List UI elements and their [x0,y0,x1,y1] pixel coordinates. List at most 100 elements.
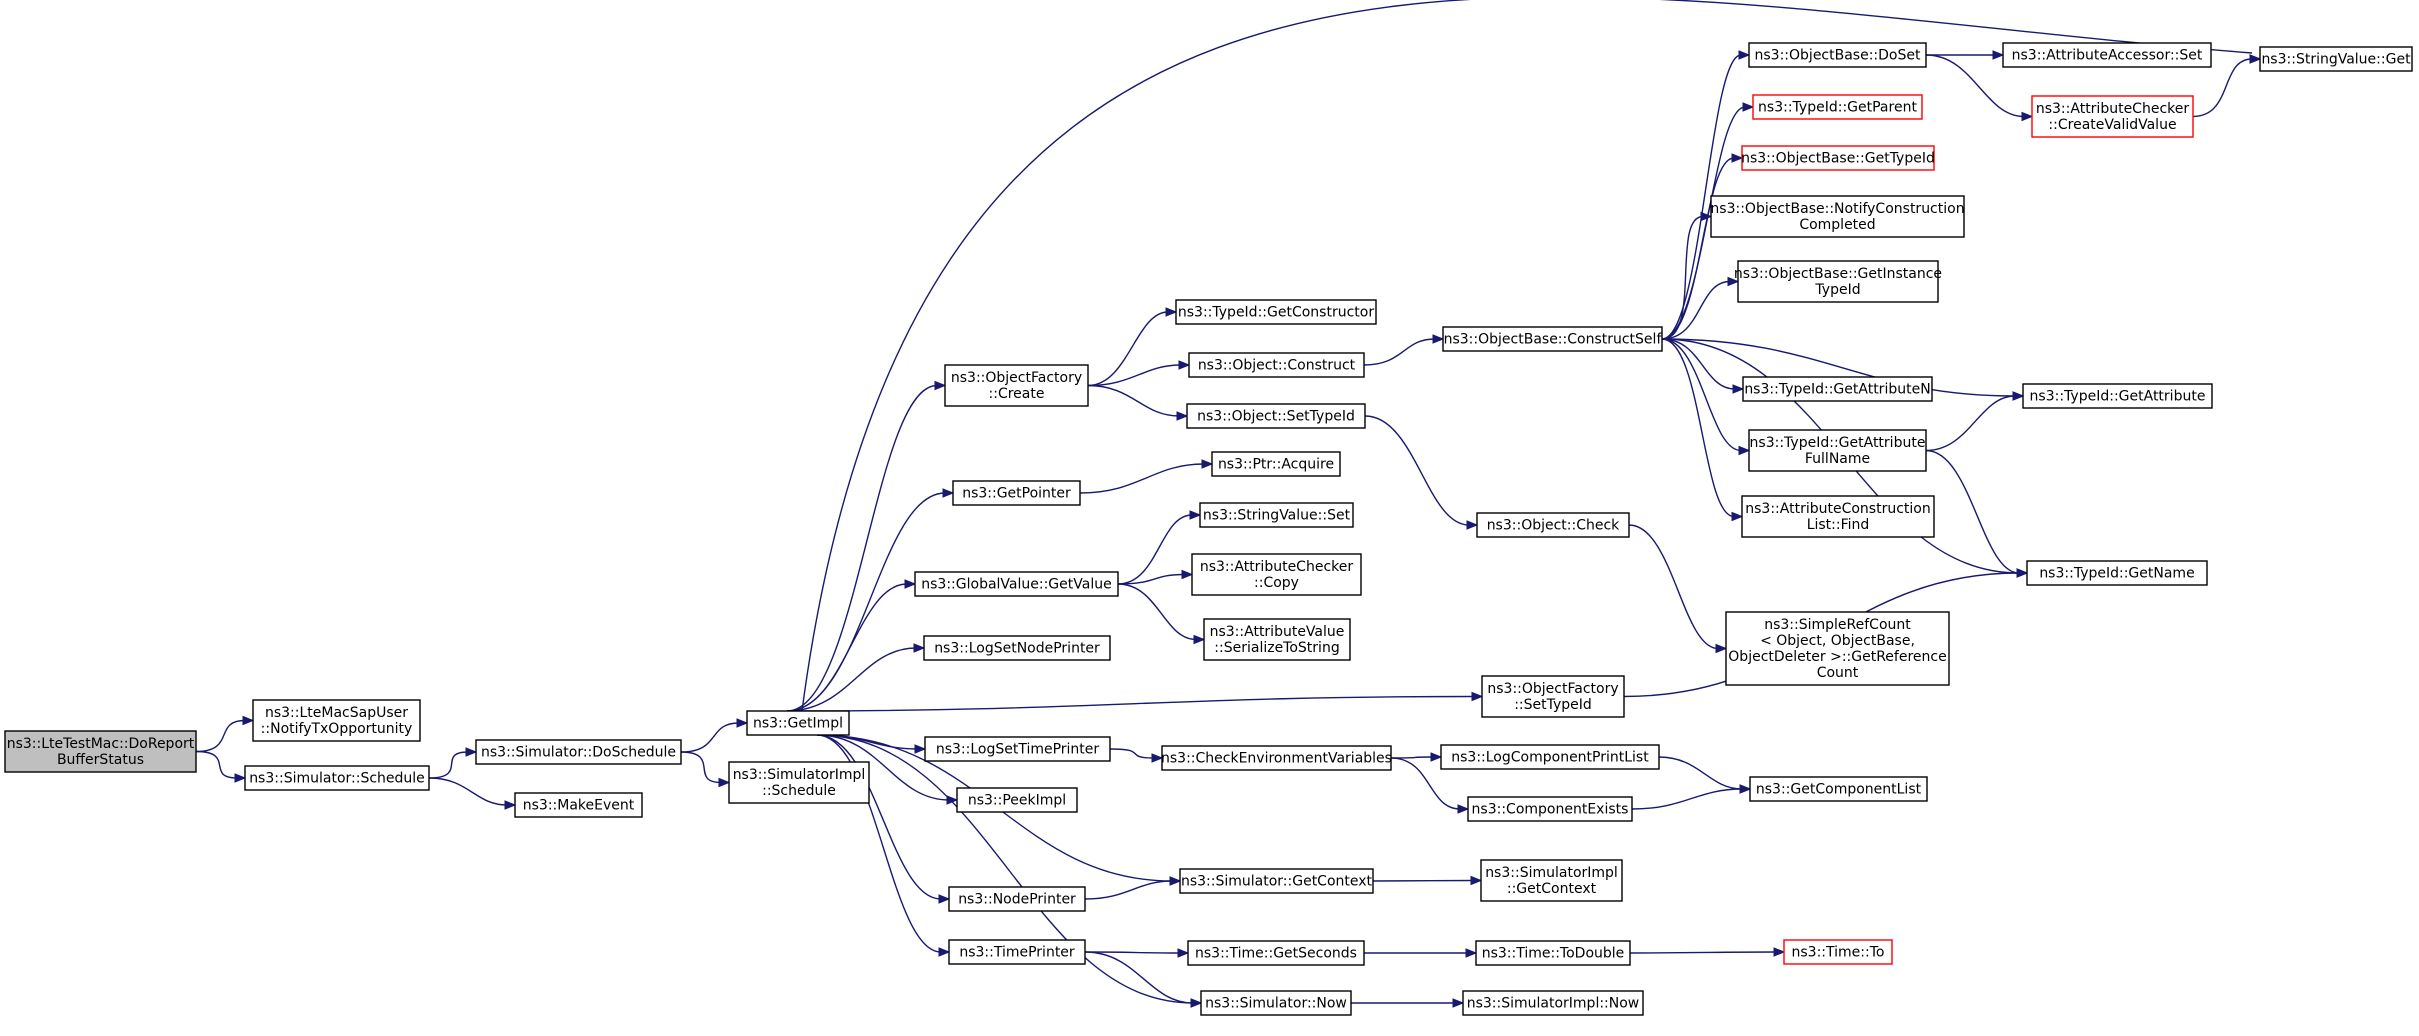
node-label: < Object, ObjectBase, [1760,633,1915,649]
node-label: ns3::AttributeChecker [2036,101,2190,117]
node-lognode[interactable]: ns3::LogSetNodePrinter [923,635,1111,661]
node-logtime[interactable]: ns3::LogSetTimePrinter [924,736,1111,762]
node-ptracquire[interactable]: ns3::Ptr::Acquire [1211,451,1341,477]
node-box [1741,145,1935,171]
node-timetodouble[interactable]: ns3::Time::ToDouble [1475,940,1631,966]
node-getimpl[interactable]: ns3::GetImpl [746,710,850,736]
edge-getimpl-to-nodeprinter [816,734,951,904]
node-timegetseconds[interactable]: ns3::Time::GetSeconds [1187,940,1365,966]
node-compexists[interactable]: ns3::ComponentExists [1467,796,1633,822]
node-box [2259,46,2413,72]
node-svget[interactable]: ns3::StringValue::Get [2259,46,2413,72]
node-box [1179,868,1374,894]
edge-timegetseconds-to-timetodouble [1363,948,1478,958]
edge-objconstruct-to-obconstructself [1363,334,1445,366]
node-box [1187,940,1365,966]
node-label: ns3::Ptr::Acquire [1218,456,1334,472]
node-checkenv[interactable]: ns3::CheckEnvironmentVariables [1161,745,1392,771]
node-box [1440,744,1660,770]
node-label: ::GetContext [1507,881,1597,897]
edge-obconstructself-to-obgetinst [1661,276,1740,340]
node-accopy[interactable]: ns3::AttributeChecker::Copy [1191,553,1362,596]
edge-getimpl-to-getpointer [786,488,955,712]
node-nodeprinter[interactable]: ns3::NodePrinter [948,886,1086,912]
node-label: ns3::CheckEnvironmentVariables [1161,750,1392,766]
node-obnotify[interactable]: ns3::ObjectBase::NotifyConstructionCompl… [1710,195,1965,238]
node-tidgetattrn[interactable]: ns3::TypeId::GetAttributeN [1742,376,1933,402]
node-objcheck[interactable]: ns3::Object::Check [1476,512,1630,538]
node-simgetcontext[interactable]: ns3::Simulator::GetContext [1179,868,1374,894]
node-notify[interactable]: ns3::LteMacSapUser::NotifyTxOpportunity [252,699,421,742]
node-label: ns3::Time::GetSeconds [1195,945,1357,961]
node-implgetcontext[interactable]: ns3::SimulatorImpl::GetContext [1480,859,1623,902]
node-logcompprint[interactable]: ns3::LogComponentPrintList [1440,744,1660,770]
node-label: ns3::LogComponentPrintList [1451,749,1649,765]
node-label: ns3::Simulator::Schedule [249,770,425,786]
node-timeprinter[interactable]: ns3::TimePrinter [948,939,1086,965]
node-getconstructor[interactable]: ns3::TypeId::GetConstructor [1175,299,1377,325]
edge-simnow-to-implnow [1351,998,1465,1008]
node-getpointer[interactable]: ns3::GetPointer [952,480,1081,506]
node-tidgetname[interactable]: ns3::TypeId::GetName [2026,560,2208,586]
edge-obconstructself-to-tidgetattrn [1661,338,1745,394]
node-peekimpl[interactable]: ns3::PeekImpl [956,787,1078,813]
edge-doschedule-to-getimpl [680,718,749,753]
node-accreate[interactable]: ns3::AttributeChecker::CreateValidValue [2031,95,2194,138]
node-label: ns3::SimulatorImpl [733,767,866,783]
node-simnow[interactable]: ns3::Simulator::Now [1200,990,1352,1016]
node-label: ns3::Object::Construct [1198,357,1356,373]
edge-schedule-to-doschedule [428,747,478,779]
node-getcomplist[interactable]: ns3::GetComponentList [1749,776,1928,802]
node-ofcreate[interactable]: ns3::ObjectFactory::Create [944,364,1089,407]
edge-getimpl-to-simnow [816,734,1203,1008]
node-box [1783,939,1893,965]
node-obgettypeid[interactable]: ns3::ObjectBase::GetTypeId [1741,145,1935,171]
node-obdoset[interactable]: ns3::ObjectBase::DoSet [1748,42,1927,68]
node-schedule[interactable]: ns3::Simulator::Schedule [244,765,430,791]
node-implnow[interactable]: ns3::SimulatorImpl::Now [1462,990,1644,1016]
node-label: ::SerializeToString [1214,640,1339,656]
node-label: ns3::SimpleRefCount [1764,617,1911,633]
node-ofsettypeid[interactable]: ns3::ObjectFactory::SetTypeId [1481,675,1625,718]
node-objconstruct[interactable]: ns3::Object::Construct [1188,352,1365,378]
node-box [1188,352,1365,378]
node-box [2031,95,2194,138]
node-box [4,730,197,773]
node-label: ::Copy [1254,575,1299,591]
node-implschedule[interactable]: ns3::SimulatorImpl::Schedule [728,761,870,804]
edge-accreate-to-svget [2192,54,2262,118]
edge-objcheck-to-simplerefcount [1628,524,1728,654]
node-simplerefcount[interactable]: ns3::SimpleRefCount< Object, ObjectBase,… [1725,611,1950,686]
edge-gvgetvalue-to-accopy [1117,569,1194,585]
node-label: ns3::MakeEvent [523,797,635,813]
node-label: Count [1817,665,1859,681]
node-box [1199,502,1354,528]
edge-obconstructself-to-obdoset [1661,50,1751,340]
node-objsettypeid[interactable]: ns3::Object::SetTypeId [1186,403,1366,429]
node-timeto[interactable]: ns3::Time::To [1783,939,1893,965]
node-aaset[interactable]: ns3::AttributeAccessor::Set [2002,42,2212,68]
node-svset[interactable]: ns3::StringValue::Set [1199,502,1354,528]
node-box [252,699,421,742]
edge-tidgetattrfull-to-tidgetattr [1925,391,2025,452]
node-obconstructself[interactable]: ns3::ObjectBase::ConstructSelf [1442,326,1663,352]
edge-ofcreate-to-objsettypeid [1087,384,1189,421]
node-label: ::SetTypeId [1514,697,1592,713]
node-doschedule[interactable]: ns3::Simulator::DoSchedule [475,739,682,765]
node-gvgetvalue[interactable]: ns3::GlobalValue::GetValue [914,571,1119,597]
node-label: ns3::TypeId::GetAttribute [2030,388,2206,404]
node-label: ns3::Object::Check [1487,517,1620,533]
node-makeevent[interactable]: ns3::MakeEvent [514,792,643,818]
edge-ofcreate-to-objconstruct [1087,360,1191,387]
node-avserialize[interactable]: ns3::AttributeValue::SerializeToString [1203,618,1351,661]
node-tidgetparent[interactable]: ns3::TypeId::GetParent [1752,94,1923,120]
edge-timetodouble-to-timeto [1629,947,1786,957]
edge-obconstructself-to-obgettypeid [1661,153,1744,340]
node-tidgetattr[interactable]: ns3::TypeId::GetAttribute [2022,383,2213,409]
node-label: ns3::TypeId::GetName [2039,565,2194,581]
node-box [1710,195,1965,238]
